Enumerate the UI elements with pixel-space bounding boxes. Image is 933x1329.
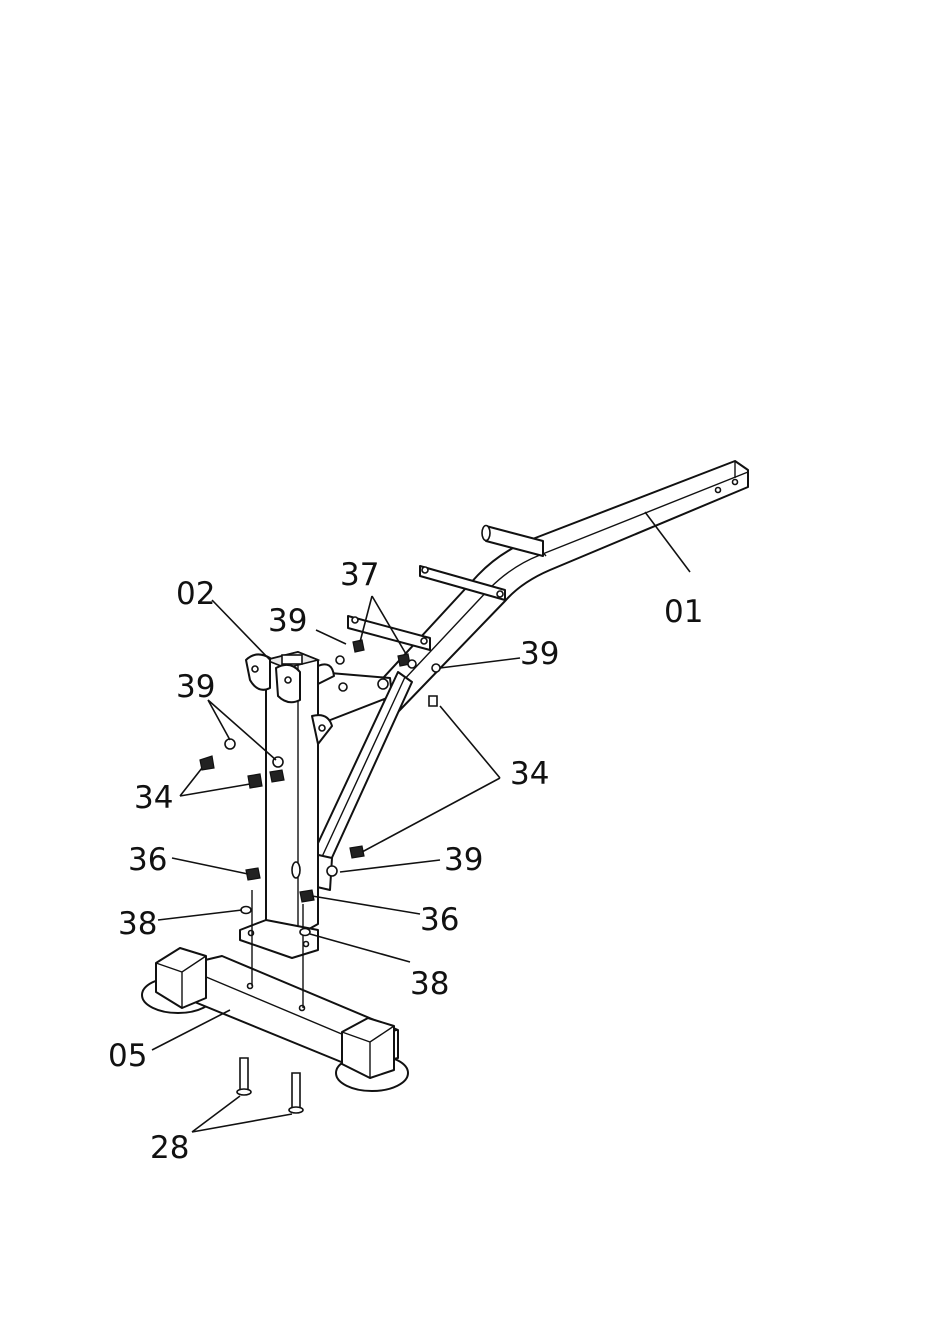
label-02: 02 [176,576,215,612]
label-39-right-top: 39 [520,636,559,672]
base-foot [142,948,408,1091]
label-37: 37 [340,557,379,593]
label-39-top: 39 [268,603,307,639]
label-39-right-mid: 39 [444,842,483,878]
label-05: 05 [108,1038,147,1074]
label-38-left: 38 [118,906,157,942]
label-36-left: 36 [128,842,167,878]
label-28: 28 [150,1130,189,1166]
label-36-right: 36 [420,902,459,938]
label-34-left: 34 [134,780,173,816]
leader-lines [152,512,690,1132]
label-39-left-mid: 39 [176,669,215,705]
main-frame-tube [372,461,748,712]
label-38-right: 38 [410,966,449,1002]
label-01: 01 [664,594,703,630]
label-34-right: 34 [510,756,549,792]
